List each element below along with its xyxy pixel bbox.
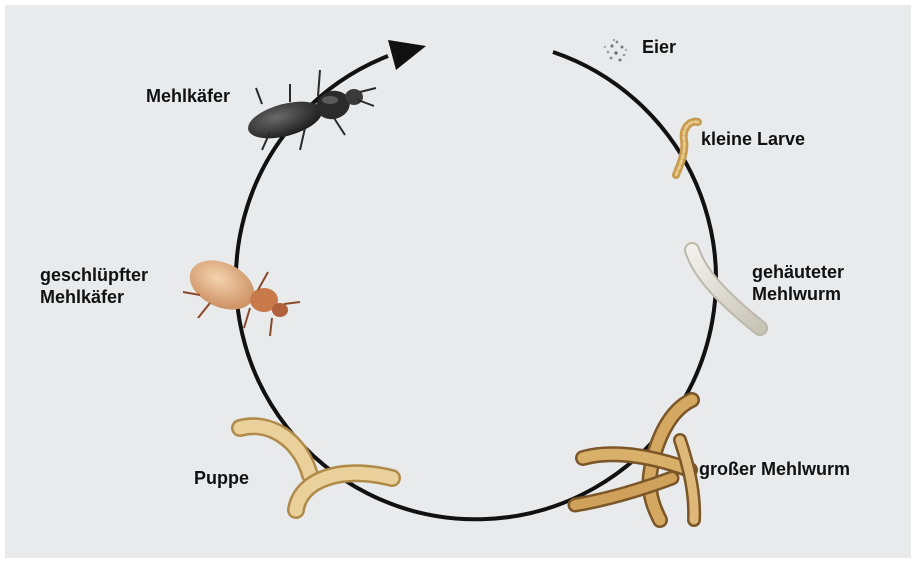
stage-label-eggs: Eier: [642, 36, 676, 58]
eggs-icon: [604, 39, 627, 62]
cycle-arrowhead: [388, 40, 426, 70]
pupa-icon: [240, 426, 392, 510]
beetle-icon: [244, 70, 376, 150]
stage-label-pupa: Puppe: [194, 467, 249, 489]
stage-label-hatched-beetle: geschlüpfter Mehlkäfer: [40, 264, 148, 308]
stage-label-molted-mealworm: gehäuteter Mehlwurm: [752, 261, 844, 305]
stage-label-small-larva: kleine Larve: [701, 128, 805, 150]
molted-mealworm-icon: [692, 250, 760, 328]
stage-label-beetle: Mehlkäfer: [146, 85, 230, 107]
large-mealworms-icon: [575, 400, 694, 520]
stage-label-large-mealworm: großer Mehlwurm: [699, 458, 850, 480]
